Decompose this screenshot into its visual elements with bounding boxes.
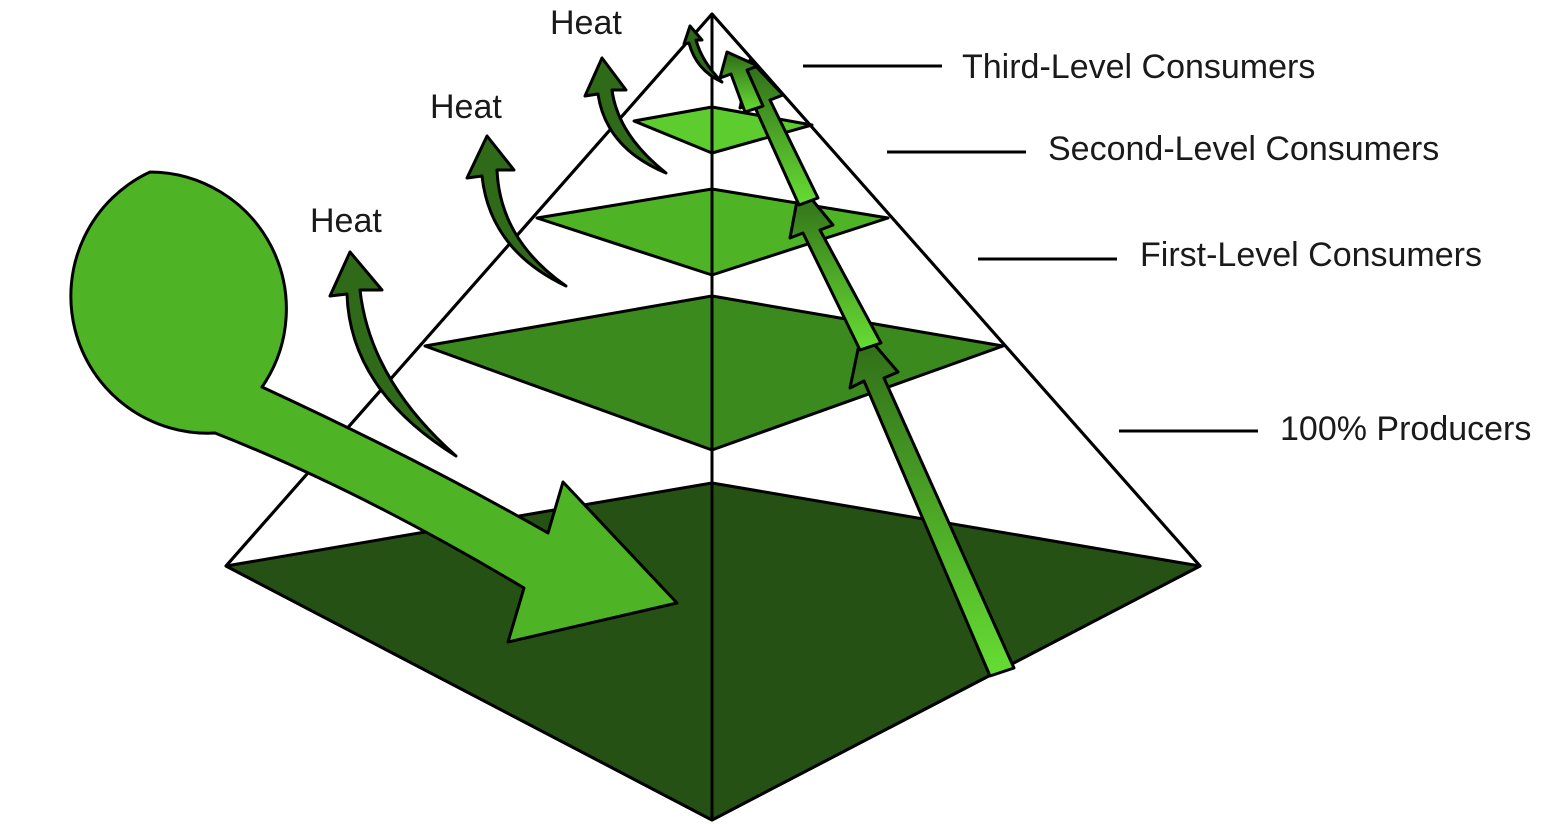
label-producers: 100% Producers: [1280, 410, 1531, 448]
heat-label-second-level: Heat: [550, 4, 622, 42]
label-third-level-consumers: Third-Level Consumers: [962, 48, 1315, 86]
heat-label-producers: Heat: [310, 202, 382, 240]
label-second-level-consumers: Second-Level Consumers: [1048, 130, 1439, 168]
heat-label-first-level: Heat: [430, 88, 502, 126]
label-first-level-consumers: First-Level Consumers: [1140, 236, 1482, 274]
